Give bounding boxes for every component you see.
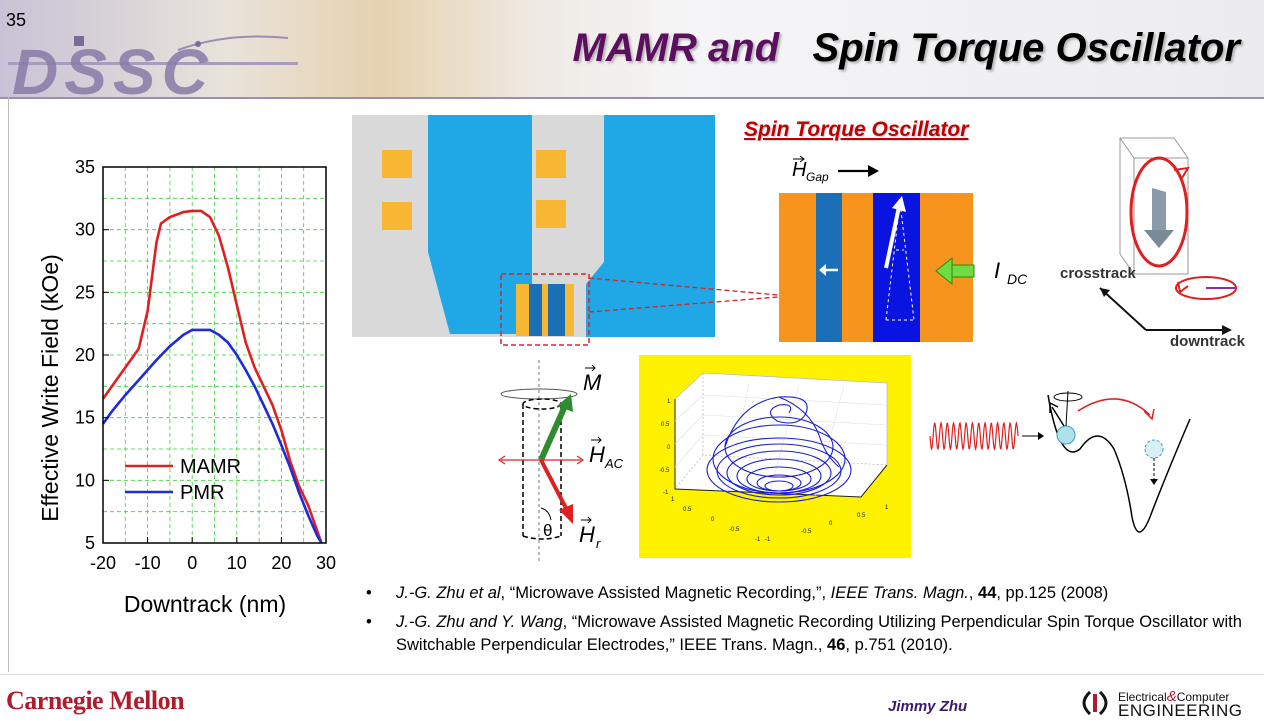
y-axis-label: Effective Write Field (kOe): [37, 254, 63, 522]
dssc-logo: DSSC: [8, 35, 298, 96]
svg-text:1: 1: [667, 399, 671, 405]
energy-barrier-diagram: [929, 390, 1191, 533]
svg-text:-0.5: -0.5: [801, 529, 812, 535]
svg-text:0: 0: [829, 521, 833, 527]
x-tick-label: 10: [227, 553, 247, 573]
orientation-sketch: crosstrack downtrack: [1060, 137, 1246, 350]
left-border: [8, 97, 9, 672]
svg-text:H: H: [579, 522, 595, 547]
slide-header: 35 DSSC MAMR and Spin Torque Oscillator: [0, 0, 1264, 99]
y-tick-label: 15: [75, 408, 95, 428]
svg-text:downtrack: downtrack: [1170, 333, 1246, 350]
sto-heading: Spin Torque Oscillator: [744, 118, 969, 141]
svg-text:0.5: 0.5: [857, 513, 866, 519]
svg-text:H: H: [792, 159, 807, 181]
slide-title: MAMR and Spin Torque Oscillator: [573, 26, 1240, 71]
svg-text:I: I: [994, 258, 1000, 283]
chart-ticks: -20 -10 0 10 20 30 5 10 15 20 25 30 35: [75, 157, 336, 573]
x-tick-label: 20: [271, 553, 291, 573]
svg-text:crosstrack: crosstrack: [1060, 265, 1137, 282]
author-name: Jimmy Zhu: [888, 698, 968, 715]
series-line-pmr: [101, 328, 323, 544]
svg-text:-0.5: -0.5: [659, 468, 670, 474]
reference-item: • J.-G. Zhu et al, “Microwave Assisted M…: [366, 582, 1246, 605]
write-field-chart: -20 -10 0 10 20 30 5 10 15 20 25 30 35 MAMR PMR Downt…: [37, 157, 336, 617]
svg-text:r: r: [596, 536, 601, 551]
svg-text:-0.5: -0.5: [729, 527, 740, 533]
references-list: • J.-G. Zhu et al, “Microwave Assisted M…: [366, 582, 1246, 663]
sto-stack-diagram: H Gap I DC: [779, 155, 1028, 342]
y-tick-label: 25: [75, 282, 95, 302]
svg-text:1: 1: [885, 505, 889, 511]
svg-text:DC: DC: [1007, 271, 1028, 287]
chart-legend: MAMR PMR: [125, 456, 241, 504]
bullet-icon: •: [366, 584, 372, 602]
svg-text:H: H: [589, 442, 605, 467]
svg-text:DSSC: DSSC: [12, 36, 214, 96]
svg-text:AC: AC: [604, 456, 624, 471]
svg-text:θ: θ: [543, 521, 552, 540]
ece-logo: Electrical&Computer ENGINEERING: [1076, 686, 1256, 720]
x-axis-label: Downtrack (nm): [124, 591, 286, 617]
svg-text:0: 0: [667, 445, 671, 451]
svg-text:Gap: Gap: [806, 170, 829, 184]
x-tick-label: -10: [135, 553, 161, 573]
slide-number: 35: [6, 10, 27, 30]
bullet-icon: •: [366, 613, 372, 631]
y-tick-label: 20: [75, 345, 95, 365]
reference-item: • J.-G. Zhu and Y. Wang, “Microwave Assi…: [366, 613, 1242, 654]
title-part-mamr: MAMR and: [572, 26, 780, 70]
y-tick-label: 5: [85, 533, 95, 553]
write-head-diagram: [352, 115, 779, 346]
svg-text:-1: -1: [765, 537, 771, 543]
x-tick-label: 30: [316, 553, 336, 573]
trajectory-3d-plot: 1 0.5 0 -0.5 -1 1 0.5 0 -0.5 -1 -1 -0.5 …: [639, 355, 911, 558]
svg-text:0: 0: [711, 517, 715, 523]
legend-label: PMR: [180, 482, 224, 504]
svg-text:-1: -1: [755, 537, 761, 543]
ece-mark-icon: [1082, 690, 1108, 716]
footer-divider: [0, 674, 1264, 675]
svg-text:-1: -1: [663, 490, 669, 496]
svg-text:0.5: 0.5: [661, 422, 670, 428]
cmu-logo: Carnegie Mellon: [6, 686, 185, 715]
y-tick-label: 30: [75, 220, 95, 240]
y-tick-label: 35: [75, 157, 95, 177]
y-tick-label: 10: [75, 470, 95, 490]
x-tick-label: -20: [90, 553, 116, 573]
chart-series: [101, 209, 323, 544]
legend-label: MAMR: [180, 456, 241, 478]
x-tick-label: 0: [187, 553, 197, 573]
microwave-signal: [929, 420, 1019, 452]
series-line-mamr: [101, 209, 323, 544]
title-part-sto: Spin Torque Oscillator: [812, 26, 1240, 70]
svg-text:1: 1: [671, 497, 675, 503]
svg-text:0.5: 0.5: [683, 507, 692, 513]
precession-vector-diagram: θ M H AC H r: [497, 360, 624, 562]
svg-text:M: M: [583, 370, 602, 395]
